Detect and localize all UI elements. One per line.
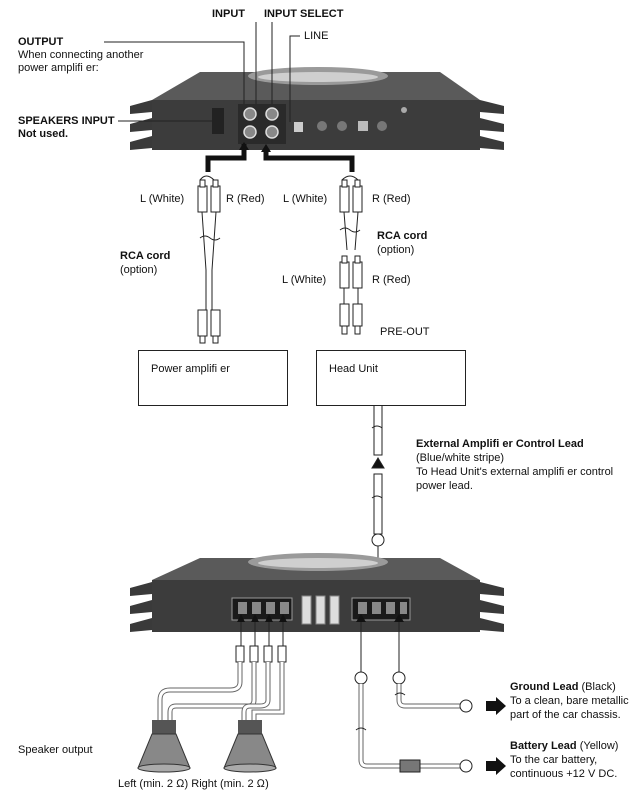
battery-lead-title: Battery Lead <box>510 740 577 752</box>
output-desc-1: When connecting another <box>18 49 144 61</box>
right-cable-l-top: L (White) <box>283 193 328 205</box>
ext-lead-line-1: (Blue/white stripe) <box>416 452 505 464</box>
line-label: LINE <box>304 30 329 42</box>
power-amplifier-box: Power amplifi er <box>138 350 288 406</box>
power-amplifier-label: Power amplifi er <box>151 363 230 375</box>
speakers-input-title: SPEAKERS INPUT <box>18 115 115 127</box>
left-rca-title: RCA cord <box>120 250 171 262</box>
top-pointer-lines <box>104 22 300 122</box>
ext-lead-line-2: To Head Unit's external amplifi er contr… <box>416 466 614 478</box>
top-amplifier <box>130 67 504 150</box>
ext-lead-title: External Amplifi er Control Lead <box>416 438 584 450</box>
input-select-label: INPUT SELECT <box>264 8 344 20</box>
ground-battery-leads <box>354 614 473 773</box>
signal-arrows <box>205 144 355 172</box>
right-cable-r-bottom: R (Red) <box>372 274 411 286</box>
right-speaker <box>223 720 277 773</box>
left-cable-r-label: R (Red) <box>226 193 265 205</box>
ground-lead-heading: Ground Lead (Black) <box>510 681 616 694</box>
right-cable-l-bottom: L (White) <box>282 274 327 286</box>
bottom-amplifier <box>130 553 504 632</box>
right-rca-title: RCA cord <box>377 230 428 242</box>
battery-lead-color: (Yellow) <box>579 740 619 752</box>
ext-lead-line-3: power lead. <box>416 480 473 492</box>
ground-lead-title: Ground Lead <box>510 681 579 693</box>
left-speaker <box>137 720 191 773</box>
ground-lead-line-1: To a clean, bare metallic <box>510 695 629 707</box>
left-rca-desc: (option) <box>120 264 158 276</box>
left-cable-l-label: L (White) <box>140 193 185 205</box>
output-desc-2: power amplifi er: <box>18 62 99 74</box>
battery-lead-line-1: To the car battery, <box>510 754 598 766</box>
input-label: INPUT <box>212 8 245 20</box>
output-title: OUTPUT <box>18 36 64 48</box>
ground-lead-line-2: part of the car chassis. <box>510 709 621 721</box>
head-unit-label: Head Unit <box>329 363 378 375</box>
speaker-wires <box>157 614 287 720</box>
pre-out-label: PRE-OUT <box>380 326 430 338</box>
battery-lead-heading: Battery Lead (Yellow) <box>510 740 618 753</box>
lead-arrows <box>486 697 506 775</box>
speaker-output-label: Speaker output <box>18 744 93 756</box>
speakers-input-desc: Not used. <box>18 128 69 140</box>
right-rca-cable <box>339 175 363 335</box>
ground-lead-color: (Black) <box>581 681 616 693</box>
speaker-left-right-label: Left (min. 2 Ω) Right (min. 2 Ω) <box>118 778 269 790</box>
right-rca-desc: (option) <box>377 244 415 256</box>
left-rca-cable <box>197 175 221 344</box>
head-unit-box: Head Unit <box>316 350 466 406</box>
battery-lead-line-2: continuous +12 V DC. <box>510 768 618 780</box>
right-cable-r-top: R (Red) <box>372 193 411 205</box>
